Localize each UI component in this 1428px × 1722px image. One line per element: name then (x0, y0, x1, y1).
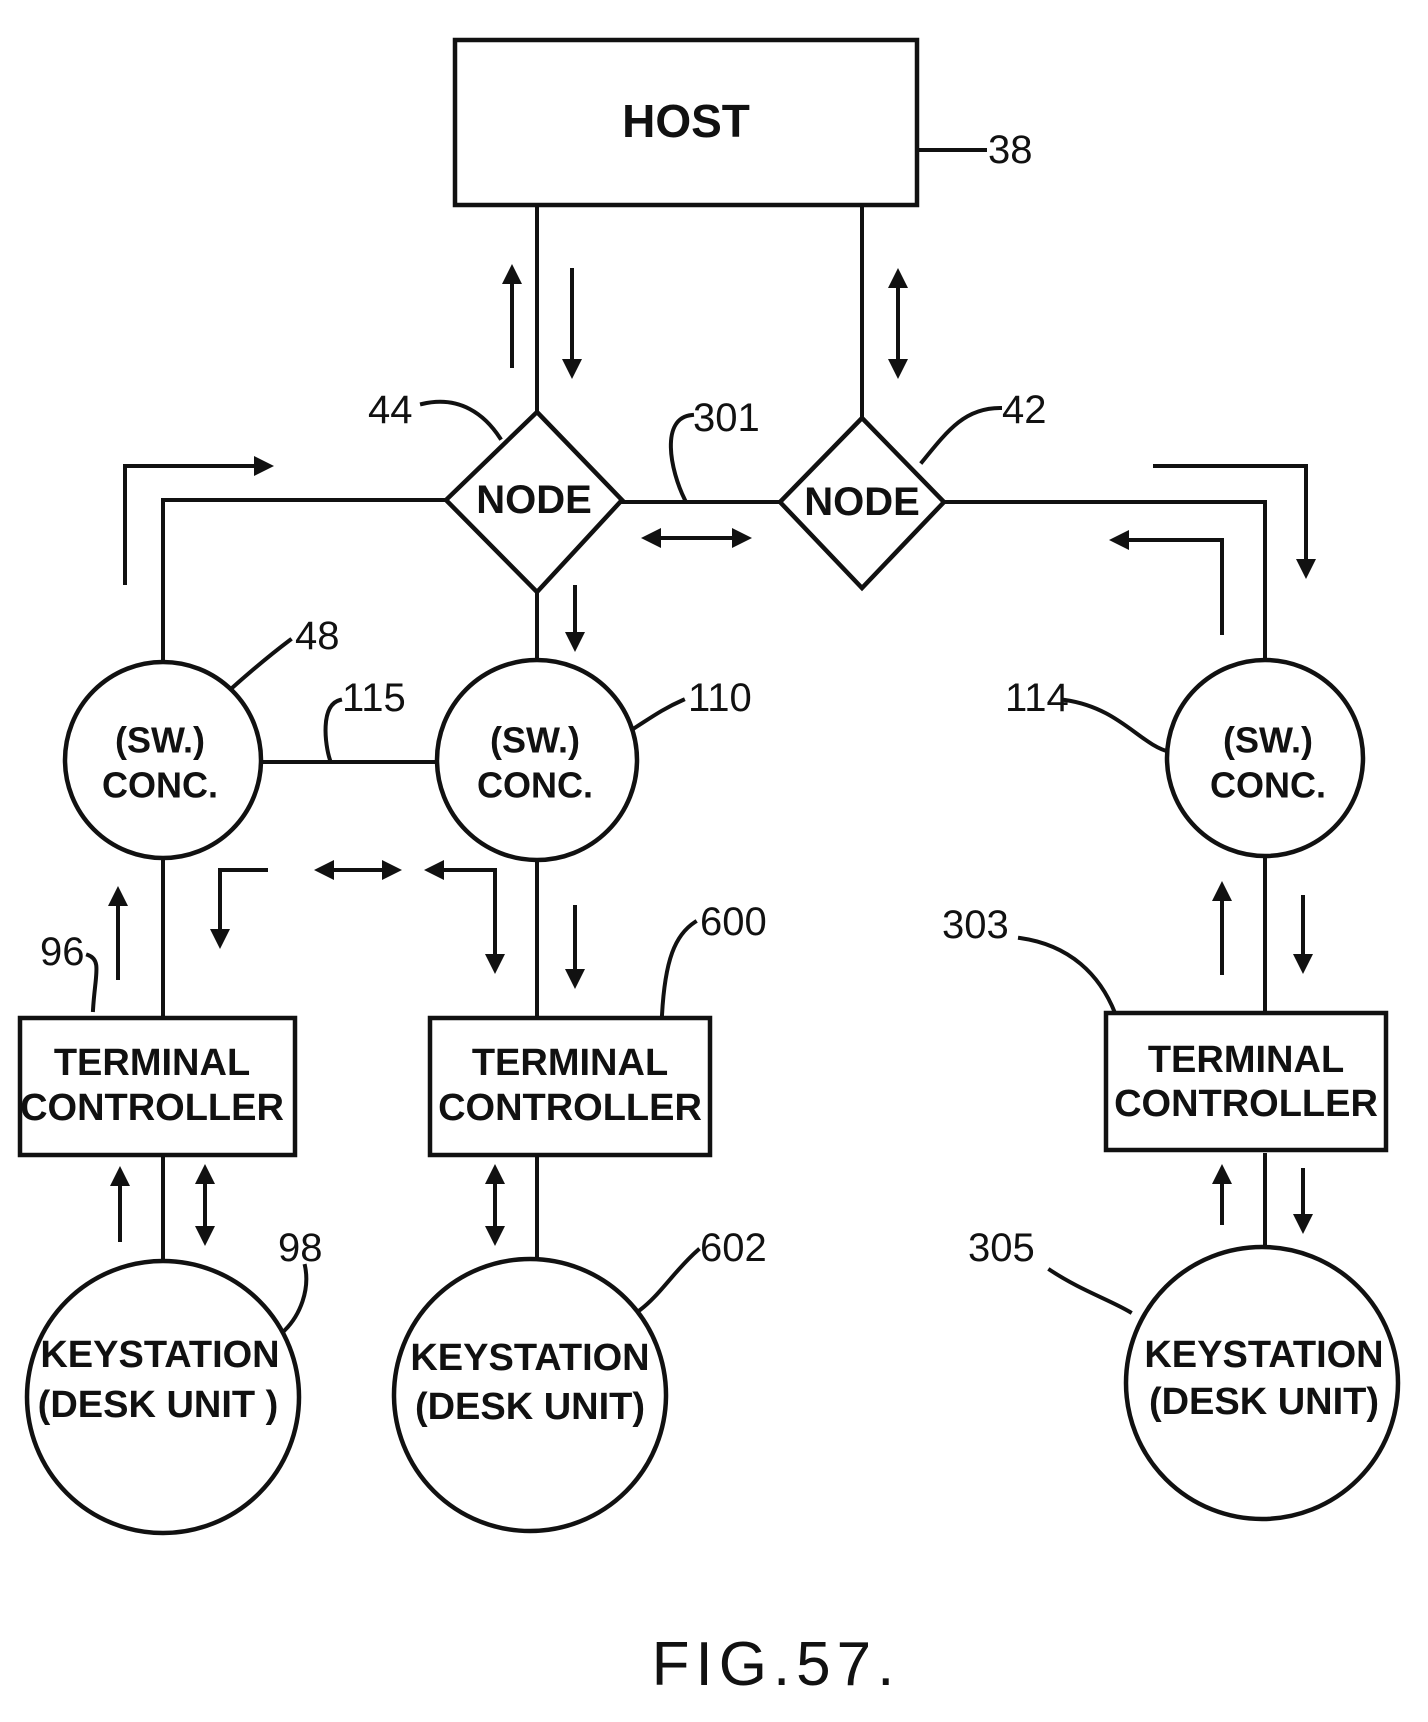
tc-right-ref-leader (1017, 935, 1118, 1016)
bent-arrow (1109, 530, 1224, 635)
connection-lines (161, 203, 1267, 1264)
tc-left-line1: TERMINAL (54, 1042, 250, 1084)
node-right-ref-leader (919, 405, 1003, 465)
tc-mid-ref-leader (659, 919, 698, 1018)
tc-right-line2: CONTROLLER (1114, 1083, 1378, 1125)
tc-mid-line1: TERMINAL (472, 1042, 668, 1084)
flow-arrows (108, 264, 1316, 1246)
node-link-ref-leader (668, 412, 695, 503)
conc-mid-line1: (SW.) (490, 720, 580, 761)
conc-right-line1: (SW.) (1223, 720, 1313, 761)
tc-right: TERMINAL CONTROLLER (1103, 1010, 1389, 1153)
node-left: NODE (442, 408, 626, 596)
conc-left-ref: 48 (295, 614, 340, 658)
tc-left-line2: CONTROLLER (20, 1087, 284, 1129)
tc-left-ref-leader (85, 952, 99, 1013)
host-box: HOST (452, 37, 920, 208)
ks-left-ref: 98 (278, 1226, 323, 1270)
tc-mid-ref: 600 (700, 900, 767, 944)
conc-left: (SW.) CONC. (62, 659, 264, 861)
bent-arrow (424, 860, 505, 974)
ks-right-line1: KEYSTATION (1144, 1334, 1383, 1376)
tc-mid: TERMINAL CONTROLLER (427, 1015, 713, 1158)
node-left-to-conc-left-line (161, 498, 448, 660)
conc-link-ref-leader (323, 697, 343, 763)
figure-caption: FIG.57. (652, 1630, 901, 1699)
bent-arrow (210, 868, 268, 949)
ks-right: KEYSTATION (DESK UNIT) (1123, 1244, 1401, 1522)
conc-mid: (SW.) CONC. (434, 657, 640, 863)
ks-mid-line1: KEYSTATION (410, 1337, 649, 1379)
ks-right-line2: (DESK UNIT) (1149, 1381, 1379, 1423)
tc-left: TERMINAL CONTROLLER (17, 1015, 298, 1158)
ks-left-line2: (DESK UNIT ) (38, 1384, 279, 1426)
conc-right: (SW.) CONC. (1164, 657, 1366, 859)
ks-right-ref-leader (1047, 1267, 1133, 1315)
ks-left: KEYSTATION (DESK UNIT ) (24, 1258, 302, 1536)
tc-mid-line2: CONTROLLER (438, 1087, 702, 1129)
ks-mid-ref: 602 (700, 1226, 767, 1270)
ks-right-ref: 305 (968, 1226, 1035, 1270)
bent-arrow (123, 456, 274, 585)
ks-left-ref-leader (282, 1263, 309, 1333)
ks-left-line1: KEYSTATION (40, 1334, 279, 1376)
conc-left-line1: (SW.) (115, 720, 205, 761)
node-left-label: NODE (476, 478, 592, 522)
node-link-ref: 301 (693, 396, 760, 440)
conc-mid-line2: CONC. (477, 765, 593, 806)
ks-mid-ref-leader (637, 1247, 701, 1313)
node-left-ref: 44 (368, 388, 413, 432)
ks-mid: KEYSTATION (DESK UNIT) (391, 1256, 669, 1534)
conc-link-ref: 115 (342, 676, 406, 720)
host-label: HOST (622, 95, 750, 147)
conc-right-ref-leader (1062, 697, 1173, 755)
conc-mid-ref-leader (625, 697, 686, 735)
host-ref: 38 (988, 128, 1033, 172)
tc-left-ref: 96 (40, 930, 85, 974)
conc-left-line2: CONC. (102, 765, 218, 806)
node-right-label: NODE (804, 480, 920, 524)
node-right-ref: 42 (1002, 388, 1047, 432)
conc-mid-ref: 110 (688, 676, 752, 720)
node-right: NODE (776, 414, 948, 592)
node-right-to-conc-right-line (942, 500, 1267, 660)
bent-arrow (1153, 464, 1316, 579)
conc-right-line2: CONC. (1210, 765, 1326, 806)
tc-right-line1: TERMINAL (1148, 1039, 1344, 1081)
node-left-ref-leader (419, 399, 503, 441)
conc-left-ref-leader (229, 637, 293, 691)
ks-mid-line2: (DESK UNIT) (415, 1386, 645, 1428)
tc-right-ref: 303 (942, 903, 1009, 947)
conc-right-ref: 114 (1005, 676, 1069, 720)
